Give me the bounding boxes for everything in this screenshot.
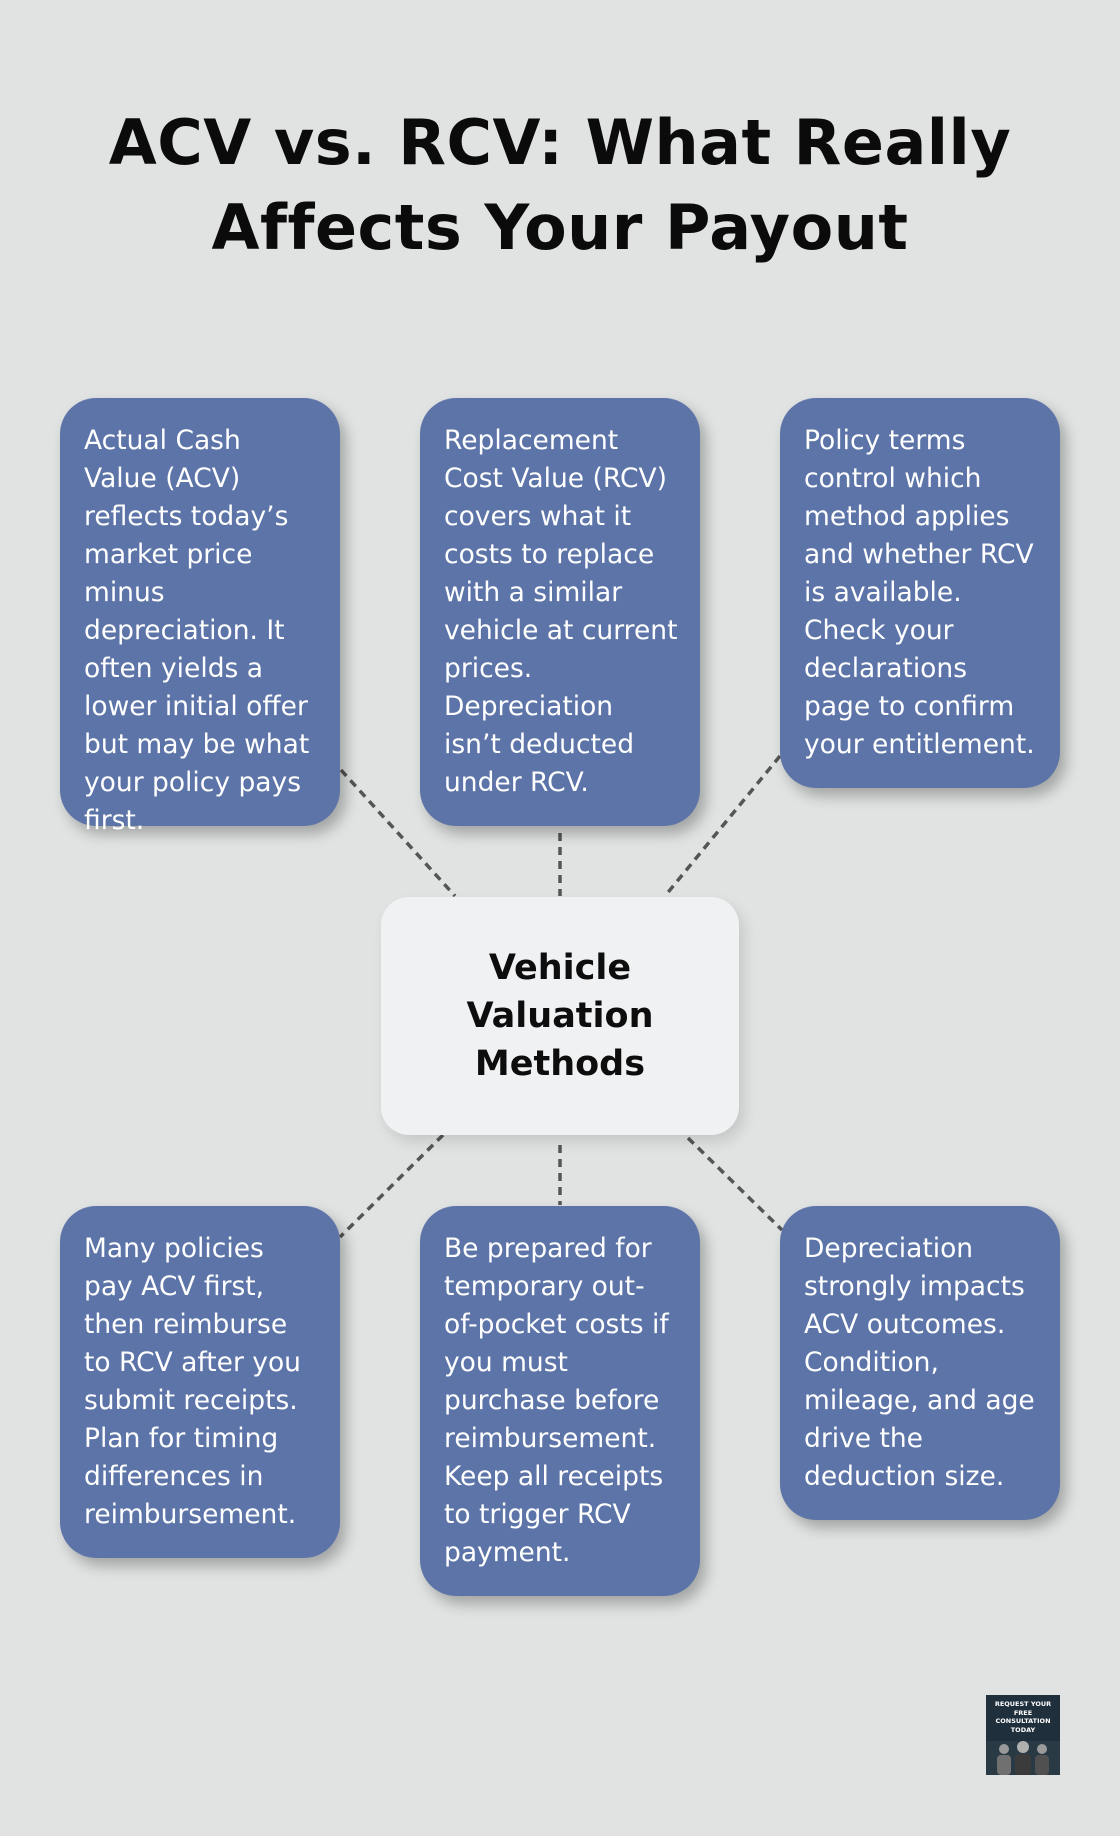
card-text: Policy terms control which method applie… <box>804 425 1035 760</box>
badge-text: REQUEST YOUR FREE CONSULTATION TODAY <box>994 1700 1052 1734</box>
title-line-2: Affects Your Payout <box>211 191 909 264</box>
depreciation-card: Depreciation strongly impacts ACV outcom… <box>780 1206 1060 1520</box>
out-of-pocket-card: Be prepared for temporary out-of-pocket … <box>420 1206 700 1596</box>
page-title: ACV vs. RCV: What Really Affects Your Pa… <box>0 100 1120 270</box>
card-text: Be prepared for temporary out-of-pocket … <box>444 1233 669 1568</box>
central-topic-box: Vehicle Valuation Methods <box>381 897 739 1135</box>
card-text: Depreciation strongly impacts ACV outcom… <box>804 1233 1035 1492</box>
consultation-badge[interactable]: REQUEST YOUR FREE CONSULTATION TODAY <box>986 1695 1060 1775</box>
reimbursement-timing-card: Many policies pay ACV first, then reimbu… <box>60 1206 340 1558</box>
connector-top-left <box>339 768 457 898</box>
connector-bottom-left <box>338 1133 445 1239</box>
policy-terms-card: Policy terms control which method applie… <box>780 398 1060 788</box>
rcv-definition-card: Replacement Cost Value (RCV) covers what… <box>420 398 700 826</box>
card-text: Replacement Cost Value (RCV) covers what… <box>444 425 678 798</box>
people-silhouette-icon <box>986 1741 1060 1775</box>
card-text: Many policies pay ACV first, then reimbu… <box>84 1233 301 1530</box>
card-text: Actual Cash Value (ACV) reflects today’s… <box>84 425 310 836</box>
acv-definition-card: Actual Cash Value (ACV) reflects today’s… <box>60 398 340 836</box>
title-line-1: ACV vs. RCV: What Really <box>108 106 1012 179</box>
central-topic-label: Vehicle Valuation Methods <box>466 948 654 1084</box>
connector-bottom-right <box>686 1136 784 1232</box>
connector-top-right <box>663 754 782 898</box>
